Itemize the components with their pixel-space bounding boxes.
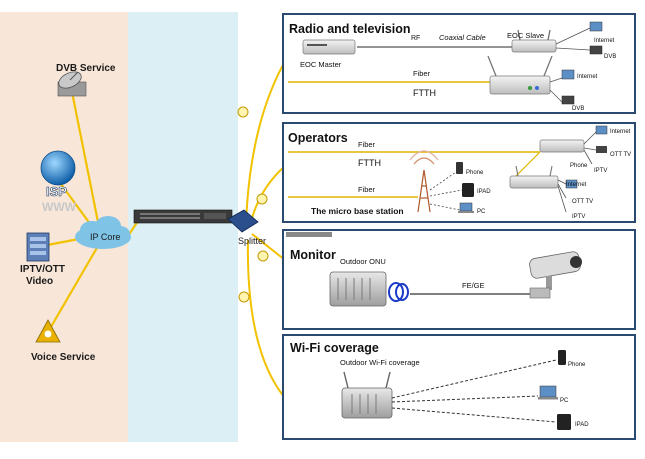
- voice-service-label: Voice Service: [31, 352, 96, 363]
- computer-icon-2: [561, 69, 575, 80]
- wifi-pc-label: PC: [560, 398, 569, 404]
- operators-iptv-label-1: IPTV: [594, 168, 607, 174]
- operators-ont-2-link: [513, 151, 541, 179]
- tower-dashed-links: [429, 171, 463, 211]
- cable-coil-icon: [388, 282, 409, 302]
- splitter-label: Splitter: [238, 236, 266, 246]
- operators-iptv-label-2: IPTV: [572, 214, 585, 220]
- computer-icon: [589, 21, 603, 32]
- operators-fiber-label-1: Fiber: [358, 140, 376, 149]
- globe-icon: [40, 150, 76, 186]
- tv-icon: [589, 45, 603, 55]
- panel-wifi-coverage: [282, 334, 636, 440]
- panel-radio-television: [282, 13, 636, 114]
- voice-icon: [35, 319, 61, 343]
- wifi-laptop-icon: [538, 385, 558, 400]
- micro-base-station-label: The micro base station: [311, 206, 404, 216]
- ip-core-label: IP Core: [90, 232, 120, 242]
- dvb-service-label: DVB Service: [56, 63, 116, 74]
- operators-ott-tv-label-1: OTT TV: [610, 152, 631, 158]
- operators-pc-label: PC: [477, 209, 486, 215]
- iptv-ott-label: IPTV/OTT: [20, 264, 65, 275]
- outdoor-onu-device-icon: [329, 271, 387, 307]
- eoc-slave-device-icon: [511, 29, 557, 53]
- wifi-title: Wi-Fi coverage: [290, 341, 379, 355]
- dvb-label-2: DVB: [572, 106, 584, 112]
- ont-router-icon: [487, 55, 553, 95]
- wifi-phone-icon: [558, 350, 566, 365]
- operators-ont-1-icon: [539, 139, 585, 153]
- operators-computer-icon-2: [565, 179, 578, 189]
- outdoor-wifi-ap-icon: [341, 371, 393, 419]
- tablet-icon: [462, 183, 474, 197]
- ont-wires: [549, 77, 563, 103]
- fe-ge-label: FE/GE: [462, 281, 485, 290]
- media-server-icon: [26, 232, 50, 262]
- operators-internet-label-1: Internet: [610, 129, 631, 135]
- satellite-dish-icon: [57, 71, 87, 97]
- radio-ftth-label: FTTH: [413, 88, 436, 98]
- operators-computer-icon-1: [595, 125, 608, 135]
- wifi-tablet-icon: [557, 414, 571, 430]
- www-label: WWW: [42, 200, 77, 214]
- ip-core-cloud-icon: [75, 216, 131, 249]
- dvb-label-1: DVB: [604, 54, 616, 60]
- operators-ont-2-icon: [509, 165, 559, 189]
- operators-phone-label-2: Phone: [570, 163, 588, 169]
- operators-internet-label-2: Internet: [566, 182, 587, 188]
- middle-background: [128, 12, 238, 442]
- operators-ont-2-wires: [557, 179, 567, 213]
- device-strip-icon: [286, 232, 332, 237]
- operators-fiber-label-2: Fiber: [358, 185, 376, 194]
- coaxial-cable-label: Coaxial Cable: [439, 33, 486, 42]
- operators-phone-label: Phone: [466, 170, 484, 176]
- operators-ott-tv-label-2: OTT TV: [572, 199, 593, 205]
- security-camera-icon: [529, 251, 582, 299]
- outdoor-wifi-label: Outdoor Wi-Fi coverage: [340, 358, 420, 367]
- operators-title: Operators: [288, 131, 348, 145]
- wifi-ipad-label: IPAD: [575, 422, 589, 428]
- phone-icon: [456, 162, 463, 174]
- operators-ont-1-wires: [583, 131, 597, 165]
- splitter-icon: [227, 209, 259, 233]
- eoc-slave-wires: [555, 27, 591, 51]
- internet-label-2: Internet: [577, 74, 598, 80]
- operators-tv-icon-1: [596, 146, 607, 153]
- wifi-phone-label: Phone: [568, 362, 586, 368]
- cell-tower-icon: [409, 150, 439, 213]
- eoc-master-label: EOC Master: [300, 60, 342, 69]
- rf-label: RF: [411, 35, 420, 42]
- laptop-icon: [458, 202, 474, 213]
- eoc-slave-label: EOC Slave: [507, 31, 544, 40]
- video-label: Video: [26, 276, 53, 287]
- eoc-master-device-icon: [302, 39, 356, 55]
- connector-icons: [237, 106, 269, 303]
- operators-ipad-label: IPAD: [477, 189, 491, 195]
- radio-fiber-label: Fiber: [413, 69, 431, 78]
- tv-icon-2: [561, 95, 575, 105]
- outdoor-onu-label: Outdoor ONU: [340, 257, 386, 266]
- radio-tv-title: Radio and television: [289, 22, 411, 36]
- wifi-dashed-links: [391, 359, 557, 423]
- operators-ftth-label: FTTH: [358, 158, 381, 168]
- olt-device-icon: [133, 209, 233, 224]
- internet-label-1: Internet: [594, 38, 615, 44]
- isp-label: ISP: [46, 184, 67, 199]
- monitor-title: Monitor: [290, 248, 336, 262]
